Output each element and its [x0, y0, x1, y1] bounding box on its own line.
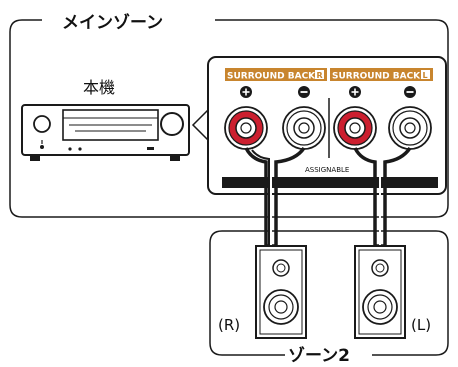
terminal-r-minus [282, 106, 326, 150]
tweeter-icon [371, 259, 389, 277]
minus-icon [404, 86, 416, 98]
speaker-left-label: (L) [411, 316, 431, 334]
zone2-frame [209, 230, 449, 356]
badge-r-box [315, 70, 324, 79]
plus-icon [349, 86, 361, 98]
polarity-markers [240, 86, 416, 98]
receiver-label: 本機 [83, 78, 115, 97]
badge-r: R [317, 71, 323, 80]
main-zone-label: メインゾーン [62, 13, 163, 33]
speaker-right [255, 245, 307, 339]
header-surround-back-r: SURROUND BACK [227, 72, 316, 82]
speaker-left [354, 245, 406, 339]
zone2-label: ゾーン2 [288, 346, 350, 366]
callout-pointer [191, 109, 209, 141]
speaker-right-label: (R) [218, 316, 240, 334]
terminal-l-minus [388, 106, 432, 150]
tweeter-icon [272, 259, 290, 277]
plus-icon [240, 86, 252, 98]
assignable-label: ASSIGNABLE [305, 166, 349, 174]
terminal-l-plus [333, 106, 377, 150]
minus-icon [298, 86, 310, 98]
badge-l: L [423, 71, 428, 80]
header-surround-back-l: SURROUND BACK [332, 72, 421, 82]
main-zone-frame [9, 19, 449, 218]
receiver-device [21, 104, 190, 161]
badge-l-box [421, 70, 430, 79]
terminal-r-plus [224, 106, 268, 150]
